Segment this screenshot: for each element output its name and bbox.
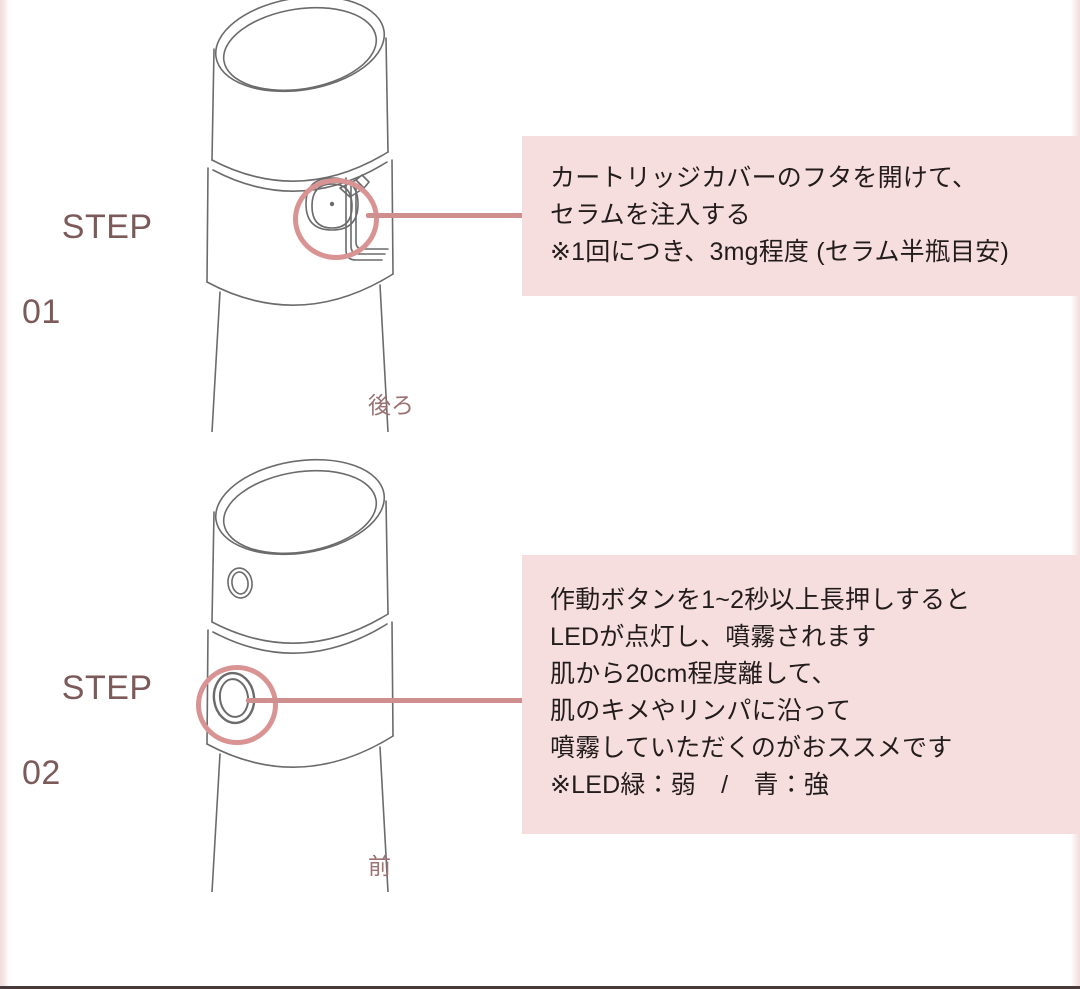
step-02-label: STEP 02 — [22, 624, 153, 881]
callout-step-02-line-3: 肌から20cm程度離して、 — [550, 660, 837, 688]
page-edge-stripe-left — [0, 0, 9, 989]
callout-step-02-line-6: ※LED緑：弱 / 青：強 — [550, 771, 830, 799]
cartridge-port-highlight-circle — [293, 178, 379, 260]
step-01-label-number: 01 — [22, 293, 61, 332]
callout-step-01-line-1: カートリッジカバーのフタを開けて、 — [550, 164, 978, 192]
callout-step-01-line-2: セラムを注入する — [550, 201, 751, 229]
step-01-label-title: STEP — [61, 207, 153, 246]
step-02-label-title: STEP — [61, 668, 153, 707]
callout-step-02-line-1: 作動ボタンを1~2秒以上長押しすると — [550, 586, 971, 614]
callout-step-02-line-5: 噴霧していただくのがおススメです — [550, 734, 953, 762]
callout-step-01: カートリッジカバーのフタを開けて、 セラムを注入する ※1回につき、3mg程度 … — [522, 136, 1080, 296]
leader-line-step-02 — [246, 698, 524, 703]
orientation-caption-front: 前 — [368, 853, 391, 879]
step-02-label-number: 02 — [22, 754, 61, 793]
callout-step-01-line-3: ※1回につき、3mg程度 (セラム半瓶目安) — [550, 238, 1009, 266]
orientation-caption-back: 後ろ — [368, 392, 414, 418]
callout-step-02: 作動ボタンを1~2秒以上長押しすると LEDが点灯し、噴霧されます 肌から20c… — [522, 555, 1080, 834]
callout-step-02-line-4: 肌のキメやリンパに沿って — [550, 697, 852, 725]
leader-line-step-01 — [366, 213, 524, 218]
callout-step-02-line-2: LEDが点灯し、噴霧されます — [550, 623, 877, 651]
page-edge-stripe-right — [1071, 0, 1080, 989]
page-bottom-rule — [0, 986, 1080, 989]
step-01-label: STEP 01 — [22, 163, 153, 420]
device-illustration-front-view — [150, 452, 440, 897]
device-front-view-svg — [206, 458, 394, 893]
power-button-highlight-circle — [196, 665, 278, 745]
